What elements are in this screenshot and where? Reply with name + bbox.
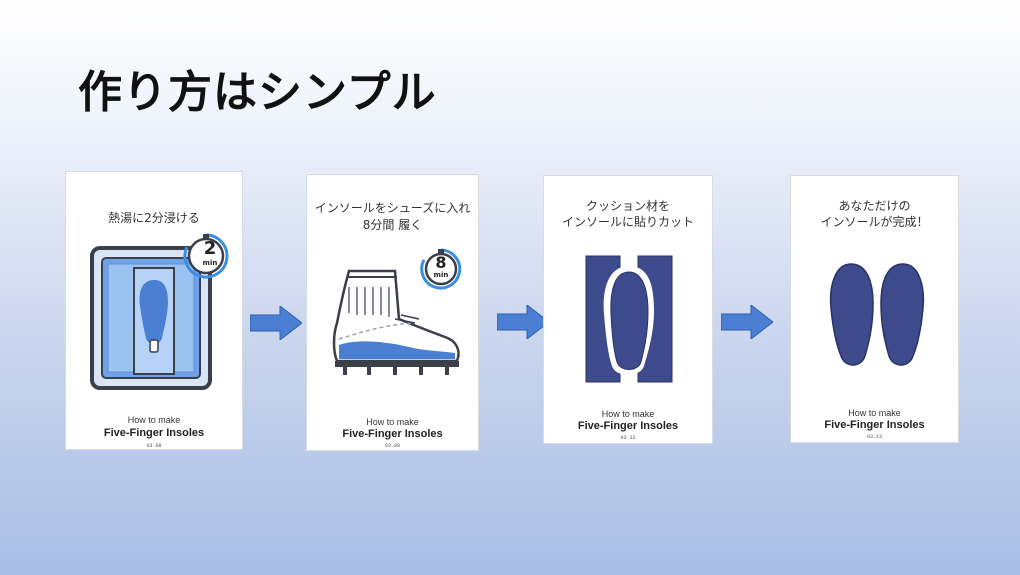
step-card-3: クッション材を インソールに貼りカット How to make Five-Fin… xyxy=(544,176,712,443)
insoles-pair-icon xyxy=(829,263,925,366)
shoe-icon xyxy=(332,269,460,375)
step-2-caption-line2: 8分間 履く xyxy=(362,218,423,232)
timer-icon xyxy=(183,233,229,279)
timer-unit: min xyxy=(202,259,218,267)
arrow-right-icon xyxy=(721,305,773,339)
step-4-caption-line1: あなただけの xyxy=(838,199,911,213)
step-3-caption-line2: インソールに貼りカット xyxy=(561,215,694,229)
step-2-code: 03.09 xyxy=(384,443,400,449)
step-2-brand: Five-Finger Insoles xyxy=(342,428,443,440)
step-1-brand: Five-Finger Insoles xyxy=(103,427,205,439)
step-3-caption-line1: クッション材を xyxy=(585,199,670,213)
slide-title: 作り方はシンプル xyxy=(78,67,437,118)
cushion-cut-icon xyxy=(585,255,673,383)
timer-icon xyxy=(420,248,462,290)
step-2-caption-line1: インソールをシューズに入れ xyxy=(314,201,471,215)
hot-water-tray-icon xyxy=(90,246,212,390)
step-1-howto: How to make xyxy=(127,415,181,425)
step-card-1: 熱湯に2分浸ける 2 min How to make Five-Finger I… xyxy=(66,172,242,449)
timer-value: 8 xyxy=(435,253,447,272)
step-4-caption-line2: インソールが完成！ xyxy=(820,215,929,229)
step-4-code: 03.13 xyxy=(866,434,882,440)
step-card-2: インソールをシューズに入れ 8分間 履く 8 min How to make F… xyxy=(307,175,478,450)
step-3-howto: How to make xyxy=(601,409,655,419)
step-4-brand: Five-Finger Insoles xyxy=(824,419,925,431)
step-2-howto: How to make xyxy=(366,417,419,427)
step-card-4: あなただけの インソールが完成！ How to make Five-Finger… xyxy=(791,176,958,442)
step-1-caption: 熱湯に2分浸ける xyxy=(108,211,200,225)
timer-unit: min xyxy=(433,271,449,279)
step-3-brand: Five-Finger Insoles xyxy=(577,420,679,432)
step-3-code: 03.12 xyxy=(620,435,636,441)
arrow-right-icon xyxy=(497,305,549,339)
step-1-code: 03.08 xyxy=(146,443,162,449)
arrow-right-icon xyxy=(250,306,302,340)
timer-value: 2 xyxy=(203,238,217,259)
step-4-howto: How to make xyxy=(848,408,901,418)
